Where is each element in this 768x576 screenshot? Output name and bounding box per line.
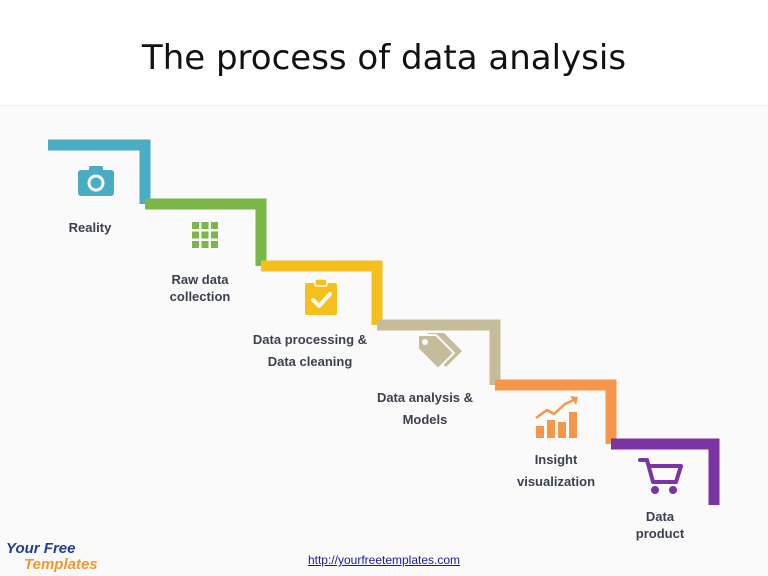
- step-label-data-analysis: Data analysis & Models: [360, 387, 490, 431]
- title-band: The process of data analysis: [0, 0, 768, 106]
- footer-url-link[interactable]: http://yourfreetemplates.com: [307, 553, 461, 567]
- step-label-data-product: Data product: [620, 508, 700, 542]
- logo-text-line-1: Your Free: [6, 540, 76, 557]
- stair-step-data-product: [611, 438, 720, 505]
- stair-step-data-analysis: [377, 319, 501, 385]
- stair-step-reality: [48, 139, 151, 204]
- step-label-reality-line-1: Reality: [68, 220, 112, 235]
- step-label-data-processing-line-2: Data cleaning: [267, 354, 353, 369]
- stair-step-insight-visualization: [495, 379, 617, 444]
- step-label-data-processing: Data processing & Data cleaning: [240, 329, 380, 373]
- stair-step-data-processing: [261, 260, 383, 325]
- growth-chart-icon: [535, 396, 578, 438]
- step-label-data-product-line-2: product: [635, 526, 685, 541]
- step-label-insight-visualization: Insight visualization: [496, 449, 616, 493]
- shopping-cart-icon: [638, 458, 683, 494]
- step-label-data-product-line-1: Data: [645, 509, 675, 524]
- step-label-data-processing-line-1: Data processing &: [252, 332, 368, 347]
- camera-icon: [78, 166, 114, 196]
- brand-logo[interactable]: Your Free Templates: [6, 540, 106, 574]
- step-label-raw-data-collection: Raw data collection: [150, 271, 250, 305]
- step-label-data-analysis-line-1: Data analysis &: [376, 390, 474, 405]
- content-area: Reality Raw data collection Data process…: [0, 106, 768, 576]
- step-label-raw-data-line-1: Raw data: [171, 272, 229, 287]
- step-label-reality: Reality: [50, 217, 130, 239]
- stair-step-raw-data-collection: [145, 198, 267, 266]
- step-label-data-analysis-line-2: Models: [402, 412, 448, 427]
- logo-text-line-2: Templates: [24, 556, 98, 573]
- staircase: [48, 139, 720, 505]
- clipboard-check-icon: [305, 279, 337, 315]
- step-label-insight-line-1: Insight: [534, 452, 578, 467]
- slide-title: The process of data analysis: [141, 38, 627, 78]
- tags-icon: [417, 333, 462, 371]
- step-label-insight-line-2: visualization: [516, 474, 596, 489]
- step-label-raw-data-line-2: collection: [169, 289, 231, 304]
- grid-icon: [192, 222, 218, 248]
